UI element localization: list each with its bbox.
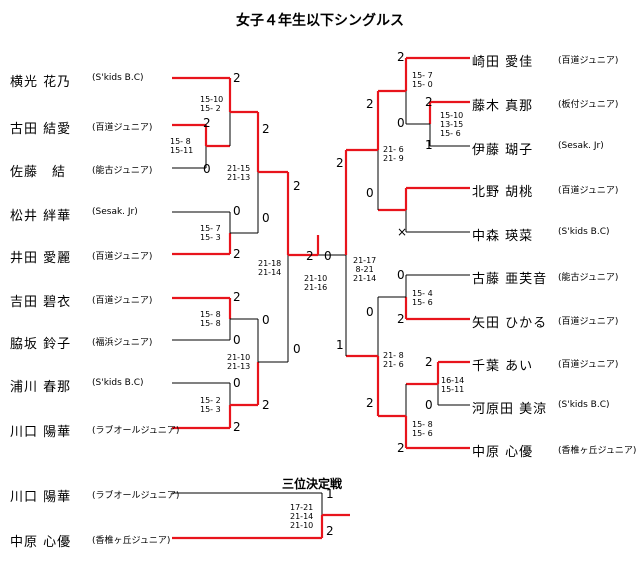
player-name: 中森 瑛菜 [472,229,534,244]
match-score: 21- 6 21- 9 [383,145,404,163]
player-name: 崎田 愛佳 [472,55,534,70]
player-club: (能古ジュニア) [558,273,619,283]
result-number: 0 [366,305,374,319]
page-title: 女子４年生以下シングルス [236,13,404,29]
player-club: (能古ジュニア) [92,166,153,176]
player-club: (百道ジュニア) [558,317,619,327]
result-number: 0 [203,162,211,176]
player-name: 中原 心優 [10,535,72,550]
player-name: 井田 愛麗 [10,251,72,266]
match-score: 21- 8 21- 6 [383,351,404,369]
match-score: 15- 8 15- 6 [412,420,433,438]
result-number: 2 [262,398,270,412]
result-number: 2 [425,95,433,109]
result-number: 0 [397,268,405,282]
player-club: (香椎ヶ丘ジュニア) [558,446,637,456]
result-number: 0 [233,333,241,347]
result-number: 1 [326,487,334,501]
player-club: (ラブオールジュニア) [92,426,180,436]
result-number: 2 [306,249,314,263]
match-score: 15- 7 15- 0 [412,71,433,89]
player-name: 古藤 亜芙音 [472,272,548,287]
player-name: 脇坂 鈴子 [10,337,72,352]
result-number: 0 [262,211,270,225]
match-score: 15- 4 15- 6 [412,289,433,307]
match-score: 21-17 8-21 21-14 [353,256,377,283]
result-number: 2 [336,156,344,170]
result-number: 2 [366,396,374,410]
result-number: 1 [336,338,344,352]
player-club: (S'kids B.C) [92,73,144,83]
player-name: 河原田 美涼 [472,402,548,417]
player-club: (百道ジュニア) [558,186,619,196]
third-place-title: 三位決定戦 [282,477,343,491]
player-club: (福浜ジュニア) [92,338,153,348]
player-name: 浦川 春那 [10,380,72,395]
match-score: 15- 7 15- 3 [200,224,221,242]
result-number: 0 [324,249,332,263]
player-club: (百道ジュニア) [558,56,619,66]
result-number: 2 [233,71,241,85]
player-name: 古田 結愛 [10,122,72,137]
player-club: (百道ジュニア) [92,296,153,306]
result-number: 2 [293,179,301,193]
match-score: 15- 2 15- 3 [200,396,221,414]
match-score: 21-10 21-16 [304,274,328,292]
player-club: (百道ジュニア) [558,360,619,370]
match-score: 16-14 15-11 [441,376,465,394]
result-number: × [397,225,408,239]
player-name: 藤木 真那 [472,99,534,114]
result-number: 0 [425,398,433,412]
player-club: (板付ジュニア) [558,100,619,110]
player-name: 佐藤 結 [10,165,67,180]
match-score: 15- 8 15- 8 [200,310,221,328]
player-name: 松井 絆華 [10,209,72,224]
match-score: 17-21 21-14 21-10 [290,503,314,530]
player-club: (ラブオールジュニア) [92,491,180,501]
result-number: 0 [233,204,241,218]
result-number: 1 [425,138,433,152]
match-score: 15-10 13-15 15- 6 [440,111,464,138]
result-number: 2 [233,420,241,434]
result-number: 0 [262,313,270,327]
result-number: 2 [233,290,241,304]
player-name: 中原 心優 [472,445,534,460]
player-name: 川口 陽華 [10,425,72,440]
player-name: 吉田 碧衣 [10,295,72,310]
match-score: 21-10 21-13 [227,353,251,371]
result-number: 0 [293,342,301,356]
result-number: 2 [397,312,405,326]
result-number: 2 [366,97,374,111]
result-number: 0 [366,186,374,200]
result-number: 0 [233,376,241,390]
player-club: (Sesak. Jr) [558,141,604,151]
result-number: 2 [203,116,211,130]
result-number: 2 [397,50,405,64]
result-number: 0 [397,116,405,130]
result-number: 2 [326,524,334,538]
player-name: 千葉 あい [472,359,534,374]
player-name: 横光 花乃 [10,75,72,90]
result-number: 2 [262,122,270,136]
player-name: 川口 陽華 [10,490,72,505]
player-club: (百道ジュニア) [92,252,153,262]
result-number: 2 [425,355,433,369]
player-club: (S'kids B.C) [558,400,610,410]
player-name: 伊藤 瑚子 [472,143,534,158]
match-score: 21-15 21-13 [227,164,251,182]
player-club: (百道ジュニア) [92,123,153,133]
match-score: 15-10 15- 2 [200,95,224,113]
player-club: (香椎ヶ丘ジュニア) [92,536,171,546]
player-club: (Sesak. Jr) [92,207,138,217]
player-club: (S'kids B.C) [92,378,144,388]
player-name: 矢田 ひかる [472,316,548,331]
match-score: 15- 8 15-11 [170,137,194,155]
match-score: 21-18 21-14 [258,259,282,277]
player-name: 北野 胡桃 [472,185,534,200]
result-number: 2 [397,441,405,455]
result-number: 2 [233,247,241,261]
player-club: (S'kids B.C) [558,227,610,237]
